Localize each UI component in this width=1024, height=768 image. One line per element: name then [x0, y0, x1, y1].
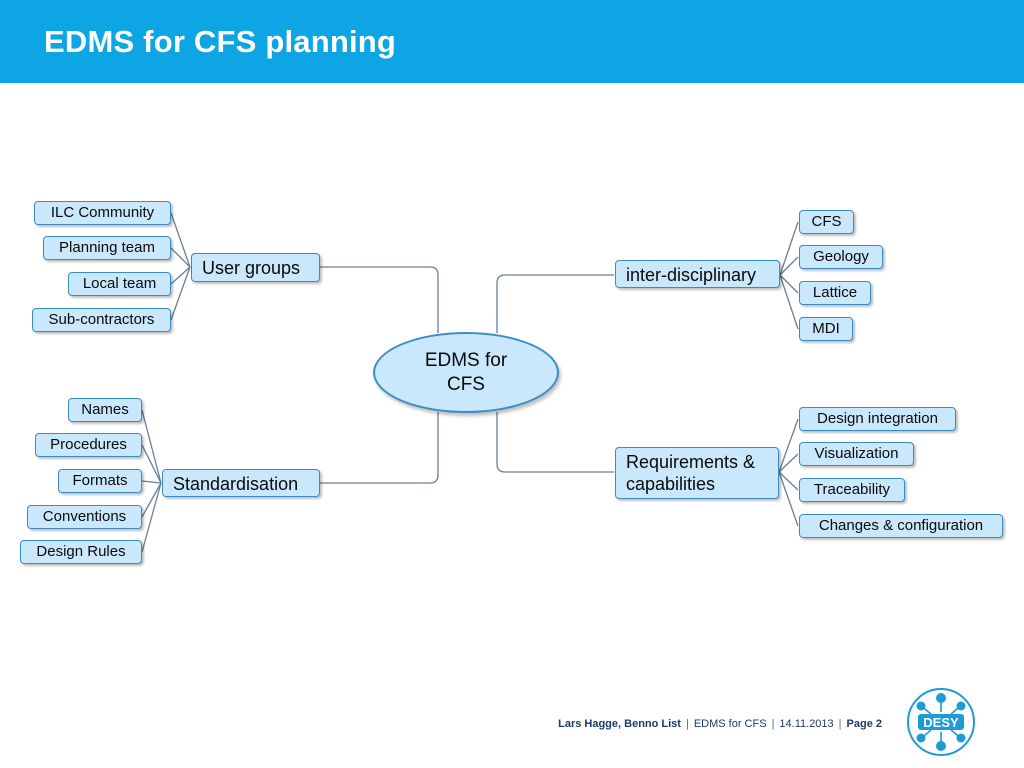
desy-logo-text: DESY [923, 715, 959, 730]
link-local-team [170, 266, 191, 285]
leaf-design-integration: Design integration [799, 407, 956, 431]
link-center-inter-disciplinary [496, 274, 614, 333]
center-node: EDMS for CFS [373, 332, 559, 413]
leaf-cfs: CFS [799, 210, 854, 234]
link-planning-team [170, 247, 191, 268]
footer-authors: Lars Hagge, Benno List [558, 718, 681, 730]
leaf-visualization: Visualization [799, 442, 914, 466]
link-center-user-groups [320, 266, 439, 333]
leaf-sub-contractors: Sub-contractors [32, 308, 171, 332]
leaf-design-rules: Design Rules [20, 540, 142, 564]
leaf-conventions: Conventions [27, 505, 142, 529]
footer-page: Page 2 [846, 718, 882, 730]
branch-requirements-capabilities: Requirements & capabilities [615, 447, 779, 499]
footer-separator: | [838, 718, 842, 730]
link-sub-contractors [170, 266, 191, 321]
link-ilc-community [170, 212, 191, 268]
leaf-ilc-community: ILC Community [34, 201, 171, 225]
link-mdi [779, 274, 799, 330]
footer-subject: EDMS for CFS [693, 718, 767, 730]
link-visualization [778, 453, 799, 473]
link-geology [779, 256, 799, 276]
branch-user-groups: User groups [191, 253, 320, 282]
desy-logo: DESY [907, 688, 975, 756]
link-procedures [141, 444, 162, 484]
link-cfs [779, 221, 799, 276]
footer-date: 14.11.2013 [779, 718, 834, 730]
header-bar: EDMS for CFS planning [0, 0, 1024, 83]
leaf-local-team: Local team [68, 272, 171, 296]
link-design-rules [141, 482, 162, 553]
leaf-mdi: MDI [799, 317, 853, 341]
branch-standardisation: Standardisation [162, 469, 320, 497]
link-traceability [778, 471, 799, 491]
footer-separator: | [771, 718, 775, 730]
leaf-planning-team: Planning team [43, 236, 171, 260]
link-design-integration [778, 418, 799, 473]
link-formats [141, 480, 162, 484]
leaf-traceability: Traceability [799, 478, 905, 502]
leaf-procedures: Procedures [35, 433, 142, 457]
link-changes-configuration [778, 471, 799, 527]
leaf-names: Names [68, 398, 142, 422]
branch-inter-disciplinary: inter-disciplinary [615, 260, 780, 288]
link-lattice [779, 274, 799, 294]
link-names [141, 409, 162, 484]
leaf-formats: Formats [58, 469, 142, 493]
footer: Lars Hagge, Benno List | EDMS for CFS | 14.1… [558, 718, 882, 730]
slide-title: EDMS for CFS planning [44, 24, 397, 59]
footer-separator: | [685, 718, 689, 730]
leaf-changes-configuration: Changes & configuration [799, 514, 1003, 538]
link-center-requirements [496, 412, 614, 473]
leaf-lattice: Lattice [799, 281, 871, 305]
link-conventions [141, 482, 162, 518]
leaf-geology: Geology [799, 245, 883, 269]
link-center-standardisation [320, 412, 439, 484]
